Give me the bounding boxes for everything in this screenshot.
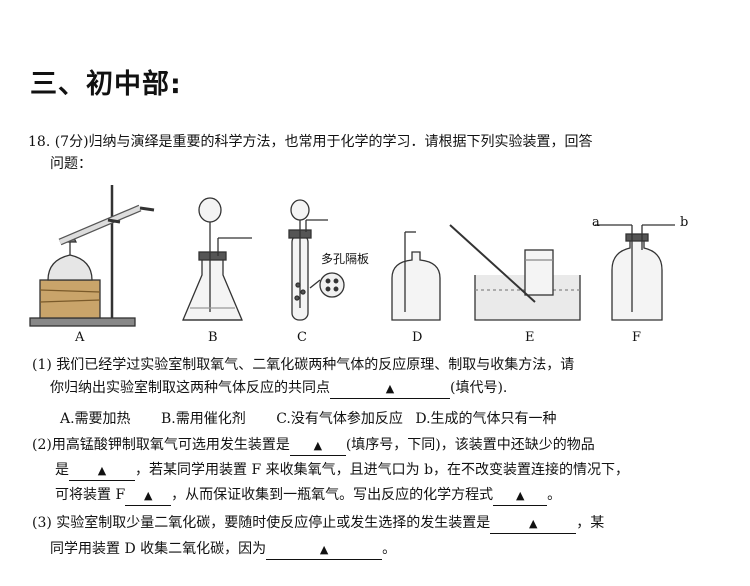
part1-line2: 你归纳出实验室制取这两种气体反应的共同点▲(填代号). (50, 379, 507, 399)
apparatus-d (391, 231, 441, 321)
apparatus-a (29, 185, 155, 327)
question-stem-line1: 18. (7分)归纳与演绎是重要的科学方法，也常用于化学的学习．请根据下列实验装… (28, 134, 593, 150)
answer-blank-6[interactable]: ▲ (490, 514, 577, 534)
apparatus-label-d: D (412, 330, 423, 345)
multi-hole-plate-label: 多孔隔板 (321, 252, 370, 266)
apparatus-label-c: C (297, 330, 307, 345)
apparatus-c (288, 199, 345, 321)
apparatus-figure: 多孔隔板 a b A B C D E F (20, 180, 720, 355)
apparatus-f (595, 224, 675, 321)
answer-blank-3[interactable]: ▲ (69, 461, 135, 481)
option-d: D.生成的气体只有一种 (415, 411, 557, 427)
answer-blank-1[interactable]: ▲ (330, 379, 450, 399)
port-b-label: b (680, 215, 689, 230)
option-b: B.需用催化剂 (161, 411, 246, 427)
apparatus-label-f: F (632, 330, 642, 345)
option-c: C.没有气体参加反应 (276, 411, 403, 427)
answer-blank-7[interactable]: ▲ (266, 540, 383, 560)
part3-line1: (3) 实验室制取少量二氧化碳，要随时使反应停止或发生选择的发生装置是▲，某 (32, 514, 604, 534)
option-a: A.需要加热 (60, 411, 131, 427)
apparatus-label-a: A (75, 330, 85, 345)
port-a-label: a (592, 215, 600, 230)
apparatus-label-b: B (208, 330, 218, 345)
answer-blank-4[interactable]: ▲ (125, 486, 172, 506)
apparatus-b (182, 197, 252, 321)
question-stem-line2: 问题： (50, 156, 92, 172)
part3-line2: 同学用装置 D 收集二氧化碳，因为▲。 (50, 540, 396, 560)
part2-line3: 可将装置 F▲，从而保证收集到一瓶氧气。写出反应的化学方程式▲。 (55, 486, 561, 506)
section-title: 三、初中部: (30, 69, 182, 100)
answer-blank-5[interactable]: ▲ (493, 486, 548, 506)
apparatus-drawing (29, 185, 675, 327)
apparatus-label-e: E (525, 330, 535, 345)
apparatus-e (449, 224, 581, 321)
part2-line2: 是▲，若某同学用装置 F 来收集氧气，且进气口为 b，在不改变装置连接的情况下， (55, 461, 629, 481)
answer-blank-2[interactable]: ▲ (289, 436, 346, 456)
part1-options: A.需要加热 B.需用催化剂 C.没有气体参加反应 D.生成的气体只有一种 (60, 410, 557, 428)
part1-line1: (1) 我们已经学过实验室制取氧气、二氧化碳两种气体的反应原理、制取与收集方法，… (32, 357, 575, 373)
part2-line1: (2)用高锰酸钾制取氧气可选用发生装置是▲(填序号，下同)，该装置中还缺少的物品 (32, 436, 595, 456)
